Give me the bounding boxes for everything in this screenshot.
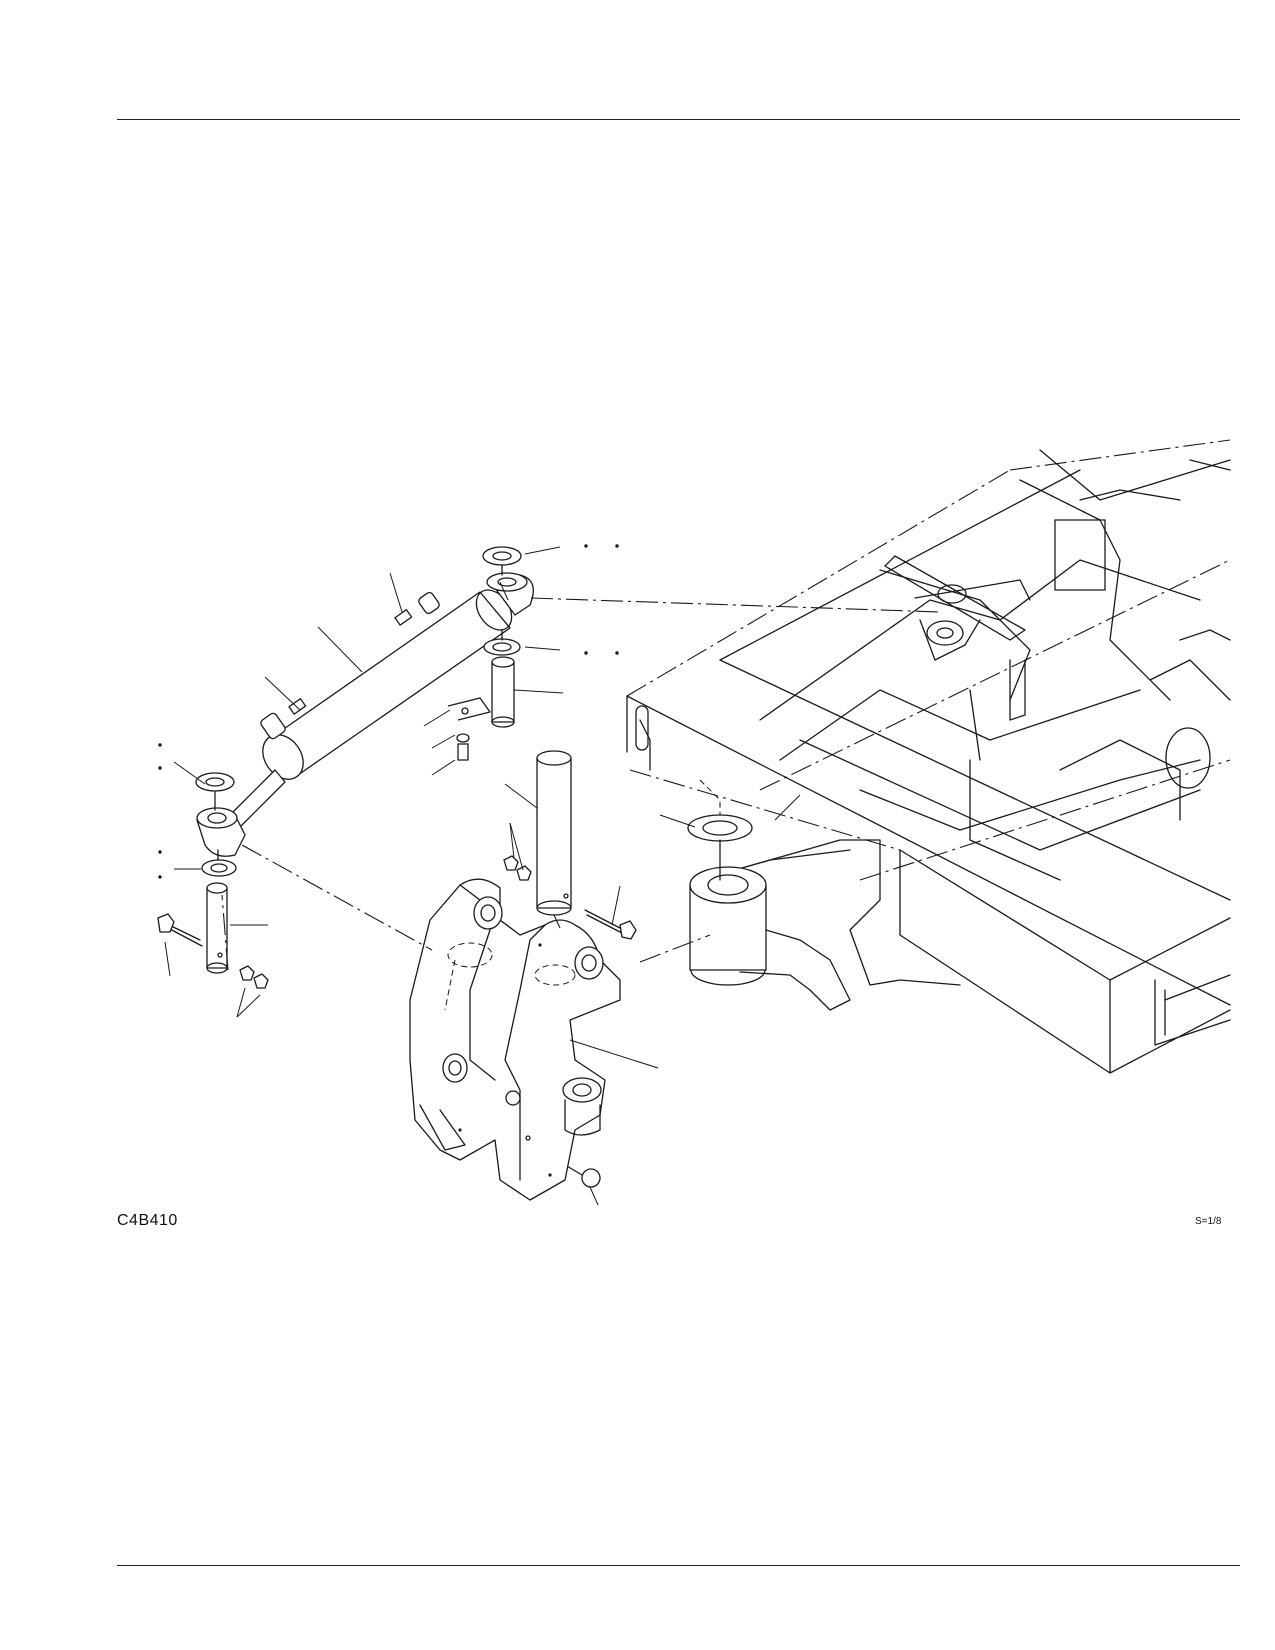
- frame-assembly: [626, 439, 1231, 1074]
- washers: [195, 546, 522, 877]
- header-rule: [117, 119, 1240, 120]
- steering-cylinder: [196, 572, 534, 857]
- leader-lines: [164, 546, 801, 1206]
- index-dots: [158, 544, 619, 879]
- pins: [206, 656, 572, 974]
- figure-id: C4B410: [117, 1212, 178, 1229]
- scale-label: S=1/8: [1195, 1216, 1222, 1227]
- assembly-center-lines: [214, 565, 941, 971]
- pivot-bracket: [409, 878, 621, 1201]
- footer-rule: [117, 1565, 1240, 1566]
- pivot-boss: [687, 814, 961, 1011]
